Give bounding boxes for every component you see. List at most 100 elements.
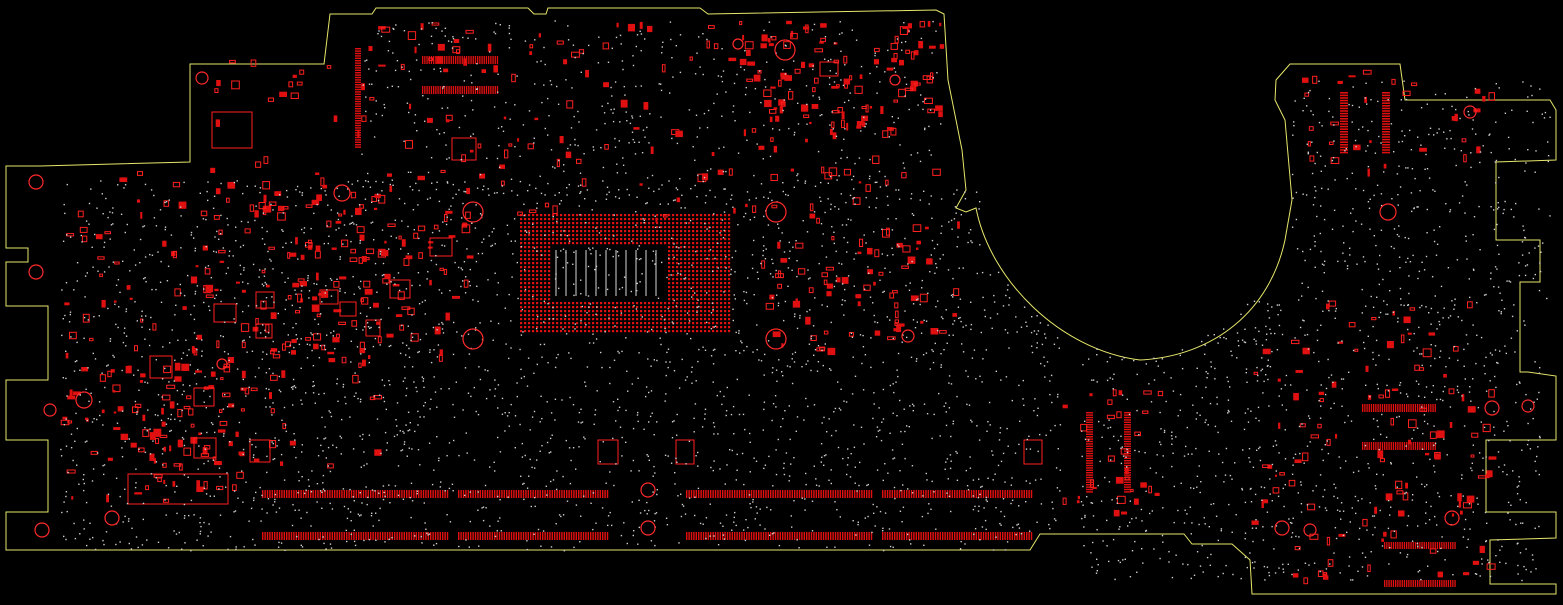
pad — [698, 490, 700, 498]
via — [617, 350, 619, 353]
bga-ball — [704, 294, 707, 297]
via — [449, 521, 452, 523]
via — [723, 395, 725, 398]
via — [453, 416, 456, 418]
via — [182, 384, 184, 386]
via — [326, 225, 328, 227]
bga-ball — [704, 214, 707, 217]
via — [636, 258, 638, 260]
component-pad — [338, 213, 343, 217]
bga-ball — [544, 294, 547, 297]
pad — [396, 532, 398, 540]
component-pad — [361, 256, 367, 262]
bga-ball — [684, 238, 687, 241]
via — [170, 429, 172, 432]
component-pad — [559, 136, 564, 144]
pad — [1432, 542, 1434, 549]
component-pad — [333, 309, 342, 313]
via — [146, 382, 149, 384]
bga-ball — [728, 230, 731, 233]
via — [121, 456, 124, 458]
via — [746, 191, 749, 193]
bga-ball — [572, 322, 575, 325]
component-pad — [643, 102, 649, 110]
via — [785, 452, 788, 454]
via — [241, 470, 243, 472]
via — [469, 284, 471, 287]
bga-ball — [720, 310, 723, 313]
pad — [1390, 442, 1392, 450]
via — [863, 288, 866, 290]
via — [601, 507, 604, 509]
via — [843, 237, 845, 239]
via — [207, 265, 210, 267]
bga-ball — [712, 254, 715, 257]
via — [185, 430, 187, 432]
via — [358, 515, 361, 517]
via — [676, 434, 678, 436]
pad — [539, 490, 542, 498]
bga-ball — [528, 282, 531, 285]
component-pad — [571, 51, 580, 58]
via — [1043, 356, 1045, 358]
via — [279, 194, 281, 196]
via — [1031, 345, 1033, 347]
via — [1033, 330, 1036, 332]
via — [931, 480, 933, 483]
component-pad — [213, 215, 220, 220]
pad — [813, 532, 815, 540]
component-pad — [861, 106, 867, 109]
via — [627, 390, 629, 392]
via — [1036, 521, 1038, 523]
via — [942, 317, 944, 320]
via — [75, 412, 77, 415]
component-pad — [205, 294, 214, 298]
bga-ball — [688, 286, 691, 289]
pad — [355, 72, 361, 74]
pad — [837, 490, 839, 498]
via — [325, 548, 327, 550]
component-pad — [107, 457, 113, 461]
via — [702, 346, 704, 348]
via — [423, 502, 425, 504]
via — [664, 400, 666, 402]
via — [856, 490, 858, 492]
pad — [889, 532, 891, 540]
component-pad — [469, 149, 474, 153]
via — [933, 491, 935, 493]
component-pad — [805, 138, 808, 143]
via — [950, 510, 952, 513]
component-pad — [1302, 452, 1309, 462]
pad — [958, 490, 961, 498]
component-pad — [67, 420, 73, 424]
via — [1050, 374, 1053, 377]
via — [831, 226, 833, 228]
component-pad — [268, 246, 275, 250]
bga-ball — [680, 254, 683, 257]
via — [974, 505, 976, 508]
via — [419, 416, 421, 418]
component-pad — [357, 130, 360, 138]
via — [735, 479, 737, 481]
via — [781, 232, 783, 234]
via — [1011, 477, 1013, 479]
via — [336, 383, 338, 385]
via — [342, 243, 344, 245]
via — [844, 300, 846, 302]
pad — [1340, 94, 1348, 97]
component-pad — [689, 56, 693, 61]
via — [410, 516, 412, 519]
via — [658, 226, 661, 228]
via — [882, 418, 885, 420]
via — [950, 383, 953, 385]
component-pad — [1405, 482, 1408, 489]
via — [320, 313, 322, 315]
pad — [1124, 424, 1131, 426]
via — [734, 271, 736, 273]
via — [276, 445, 278, 447]
pad — [968, 490, 970, 498]
via — [465, 276, 467, 278]
component-pad — [200, 453, 210, 457]
component-pad — [920, 320, 924, 324]
via — [1019, 420, 1021, 422]
